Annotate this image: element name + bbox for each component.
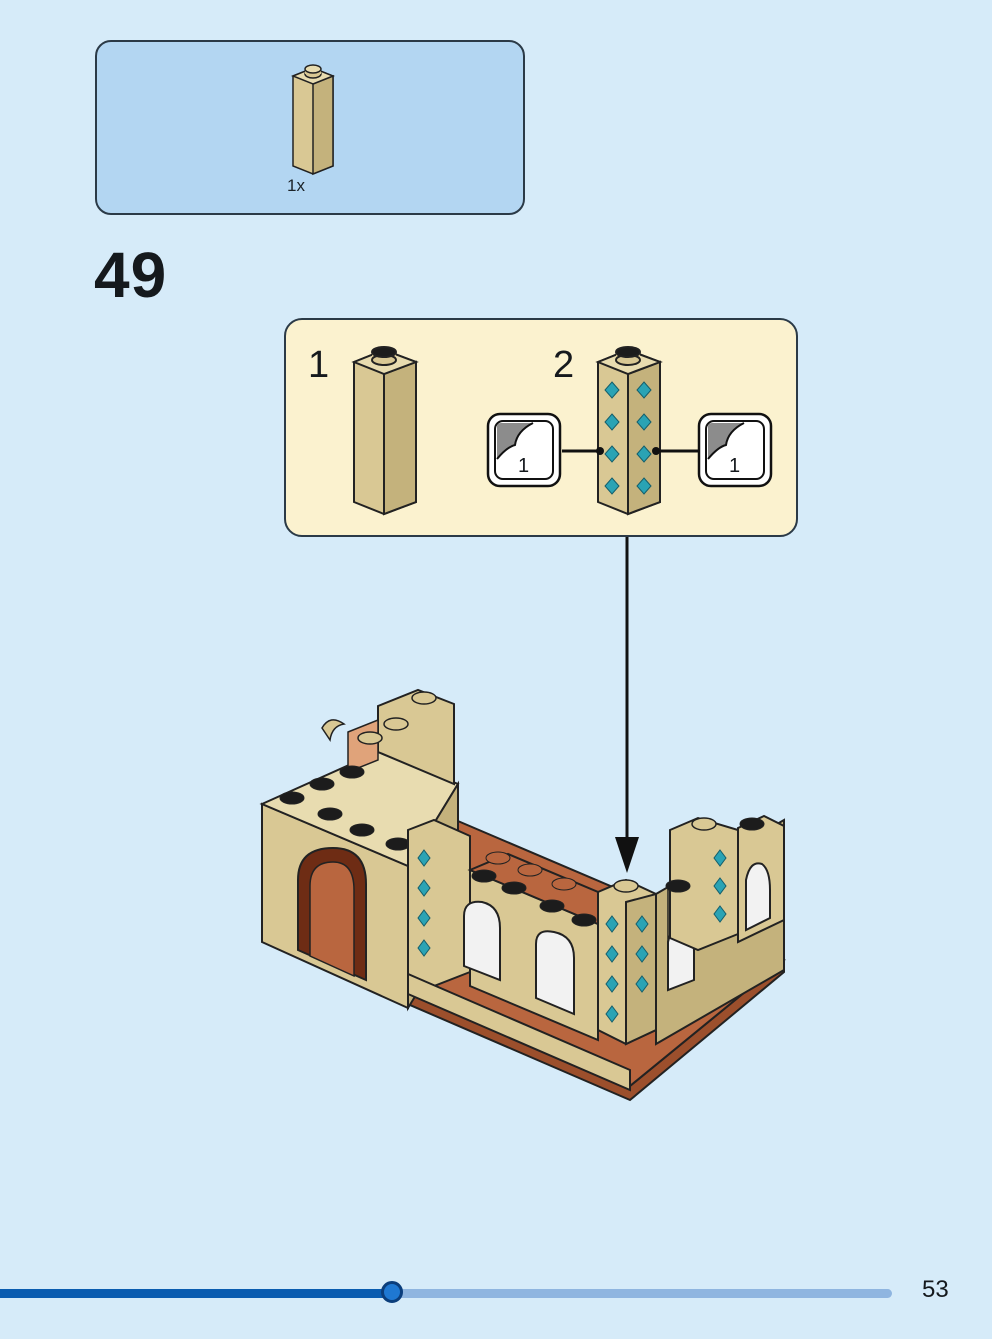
progress-bar [0, 1281, 892, 1303]
progress-fill [0, 1289, 393, 1298]
page-number: 53 [922, 1276, 949, 1303]
sub-assembly-box: 1 2 [284, 318, 798, 537]
sticker-number: 1 [729, 455, 741, 477]
window [463, 900, 501, 982]
sticker-number: 1 [518, 455, 530, 477]
sticker-icon [697, 412, 773, 488]
sticker-icon [486, 412, 562, 488]
parts-list-box: 1x [95, 40, 525, 215]
sub-step-2-number: 2 [553, 344, 575, 386]
tan-brick-1x1x3-printed-icon [595, 346, 663, 516]
step-number: 49 [94, 239, 168, 311]
castle-model-illustration [259, 688, 786, 1102]
tan-brick-1x1x3-icon [290, 64, 336, 176]
part-quantity: 1x [287, 176, 305, 195]
sub-step-1-number: 1 [308, 344, 330, 386]
progress-knob [381, 1281, 404, 1303]
placement-arrow-icon [615, 537, 639, 873]
tan-brick-1x1x3-icon [351, 346, 419, 516]
window [535, 930, 575, 1016]
sticker-connector-lines [562, 447, 700, 455]
window [745, 862, 771, 932]
